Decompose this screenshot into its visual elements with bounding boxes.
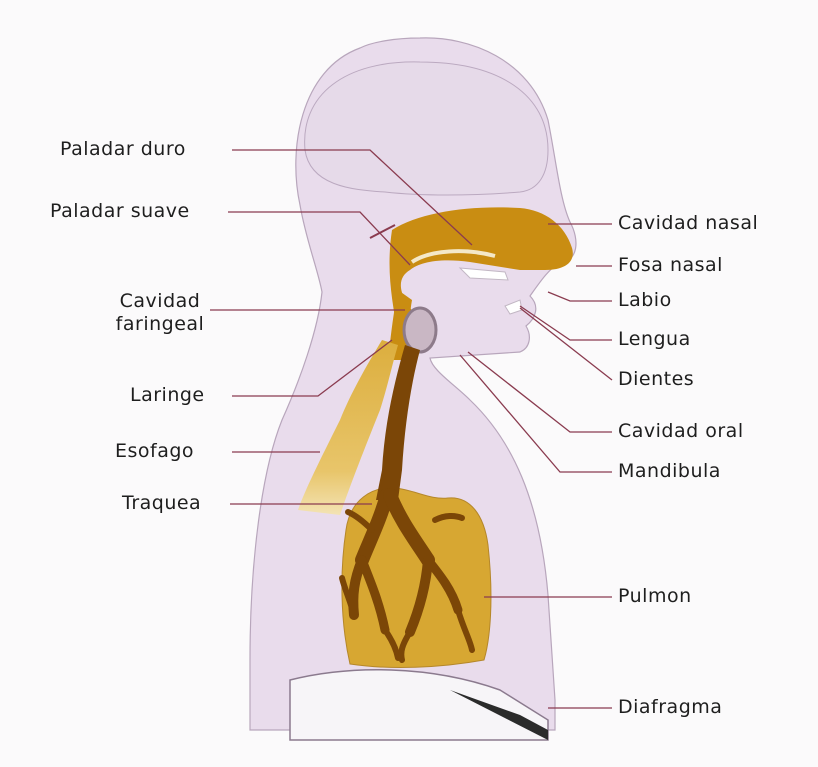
label-dientes: Dientes <box>618 368 694 391</box>
label-cavidad-faringeal: Cavidad faringeal <box>110 290 210 336</box>
label-lengua: Lengua <box>618 328 691 351</box>
label-cavidad-faringeal-line1: Cavidad <box>110 290 210 313</box>
label-cavidad-nasal: Cavidad nasal <box>618 212 758 235</box>
label-traquea: Traquea <box>122 492 201 515</box>
label-cavidad-oral: Cavidad oral <box>618 420 744 443</box>
label-labio: Labio <box>618 289 672 312</box>
larynx-shape <box>404 308 436 352</box>
label-cavidad-faringeal-line2: faringeal <box>110 313 210 336</box>
label-esofago: Esofago <box>115 440 194 463</box>
label-diafragma: Diafragma <box>618 696 722 719</box>
label-paladar-suave: Paladar suave <box>50 200 190 223</box>
label-mandibula: Mandibula <box>618 460 721 483</box>
label-fosa-nasal: Fosa nasal <box>618 254 723 277</box>
label-laringe: Laringe <box>130 384 205 407</box>
label-pulmon: Pulmon <box>618 585 692 608</box>
label-paladar-duro: Paladar duro <box>60 138 186 161</box>
